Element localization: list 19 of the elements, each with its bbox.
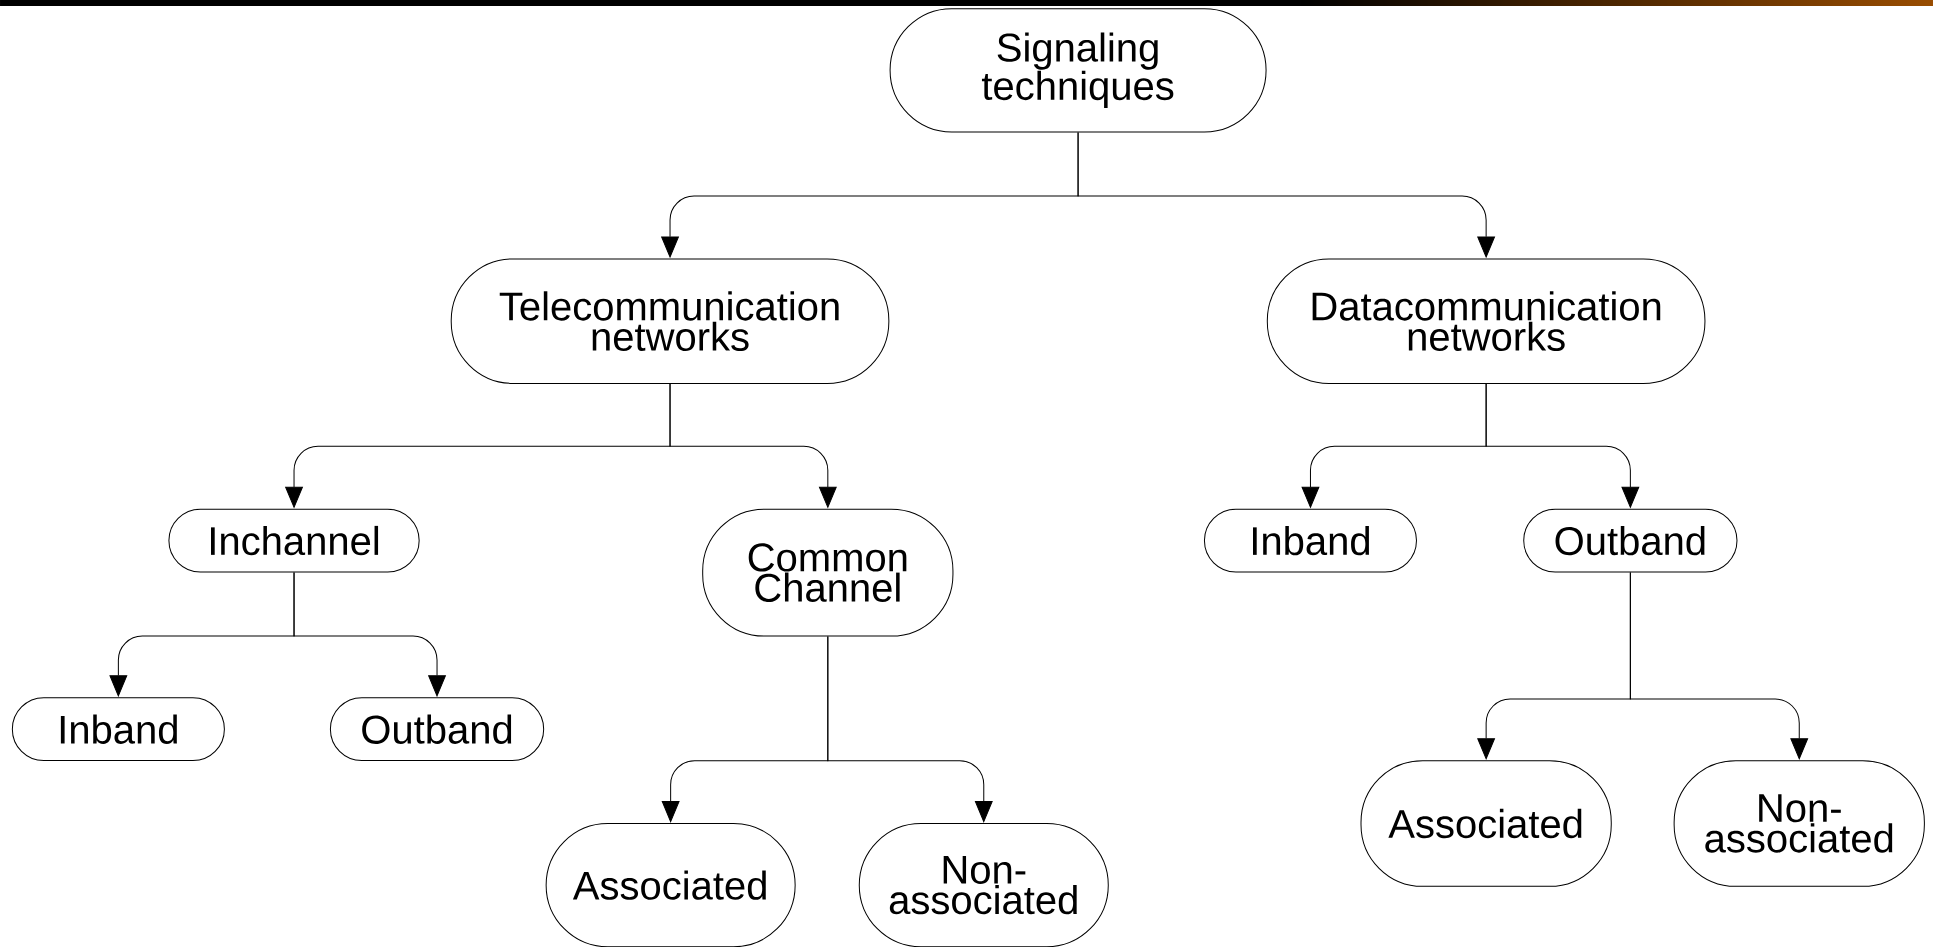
arrow — [293, 572, 446, 697]
rounded-box: Datacommunication networks — [1266, 258, 1706, 384]
rounded-box: Telecommunication networks — [450, 258, 890, 384]
arrow — [1485, 383, 1640, 508]
rounded-box: Non-associated — [1673, 760, 1925, 887]
rounded-box: Inband — [11, 697, 225, 762]
rounded-box: Common Channel — [702, 508, 954, 637]
arrow — [827, 636, 993, 823]
rounded-box: Outband — [1523, 508, 1738, 573]
arrow — [1077, 131, 1495, 258]
rounded-box: Outband — [329, 697, 545, 762]
arrow — [669, 383, 837, 508]
arrow — [1629, 572, 1809, 760]
rounded-box: Inchannel — [168, 508, 420, 573]
rounded-box: Signaling techniques — [889, 8, 1267, 133]
rounded-box: Non-associated — [858, 823, 1109, 947]
rounded-box: Associated — [1360, 760, 1612, 887]
rounded-box: Inband — [1203, 508, 1417, 573]
rounded-box: Associated — [545, 823, 796, 947]
